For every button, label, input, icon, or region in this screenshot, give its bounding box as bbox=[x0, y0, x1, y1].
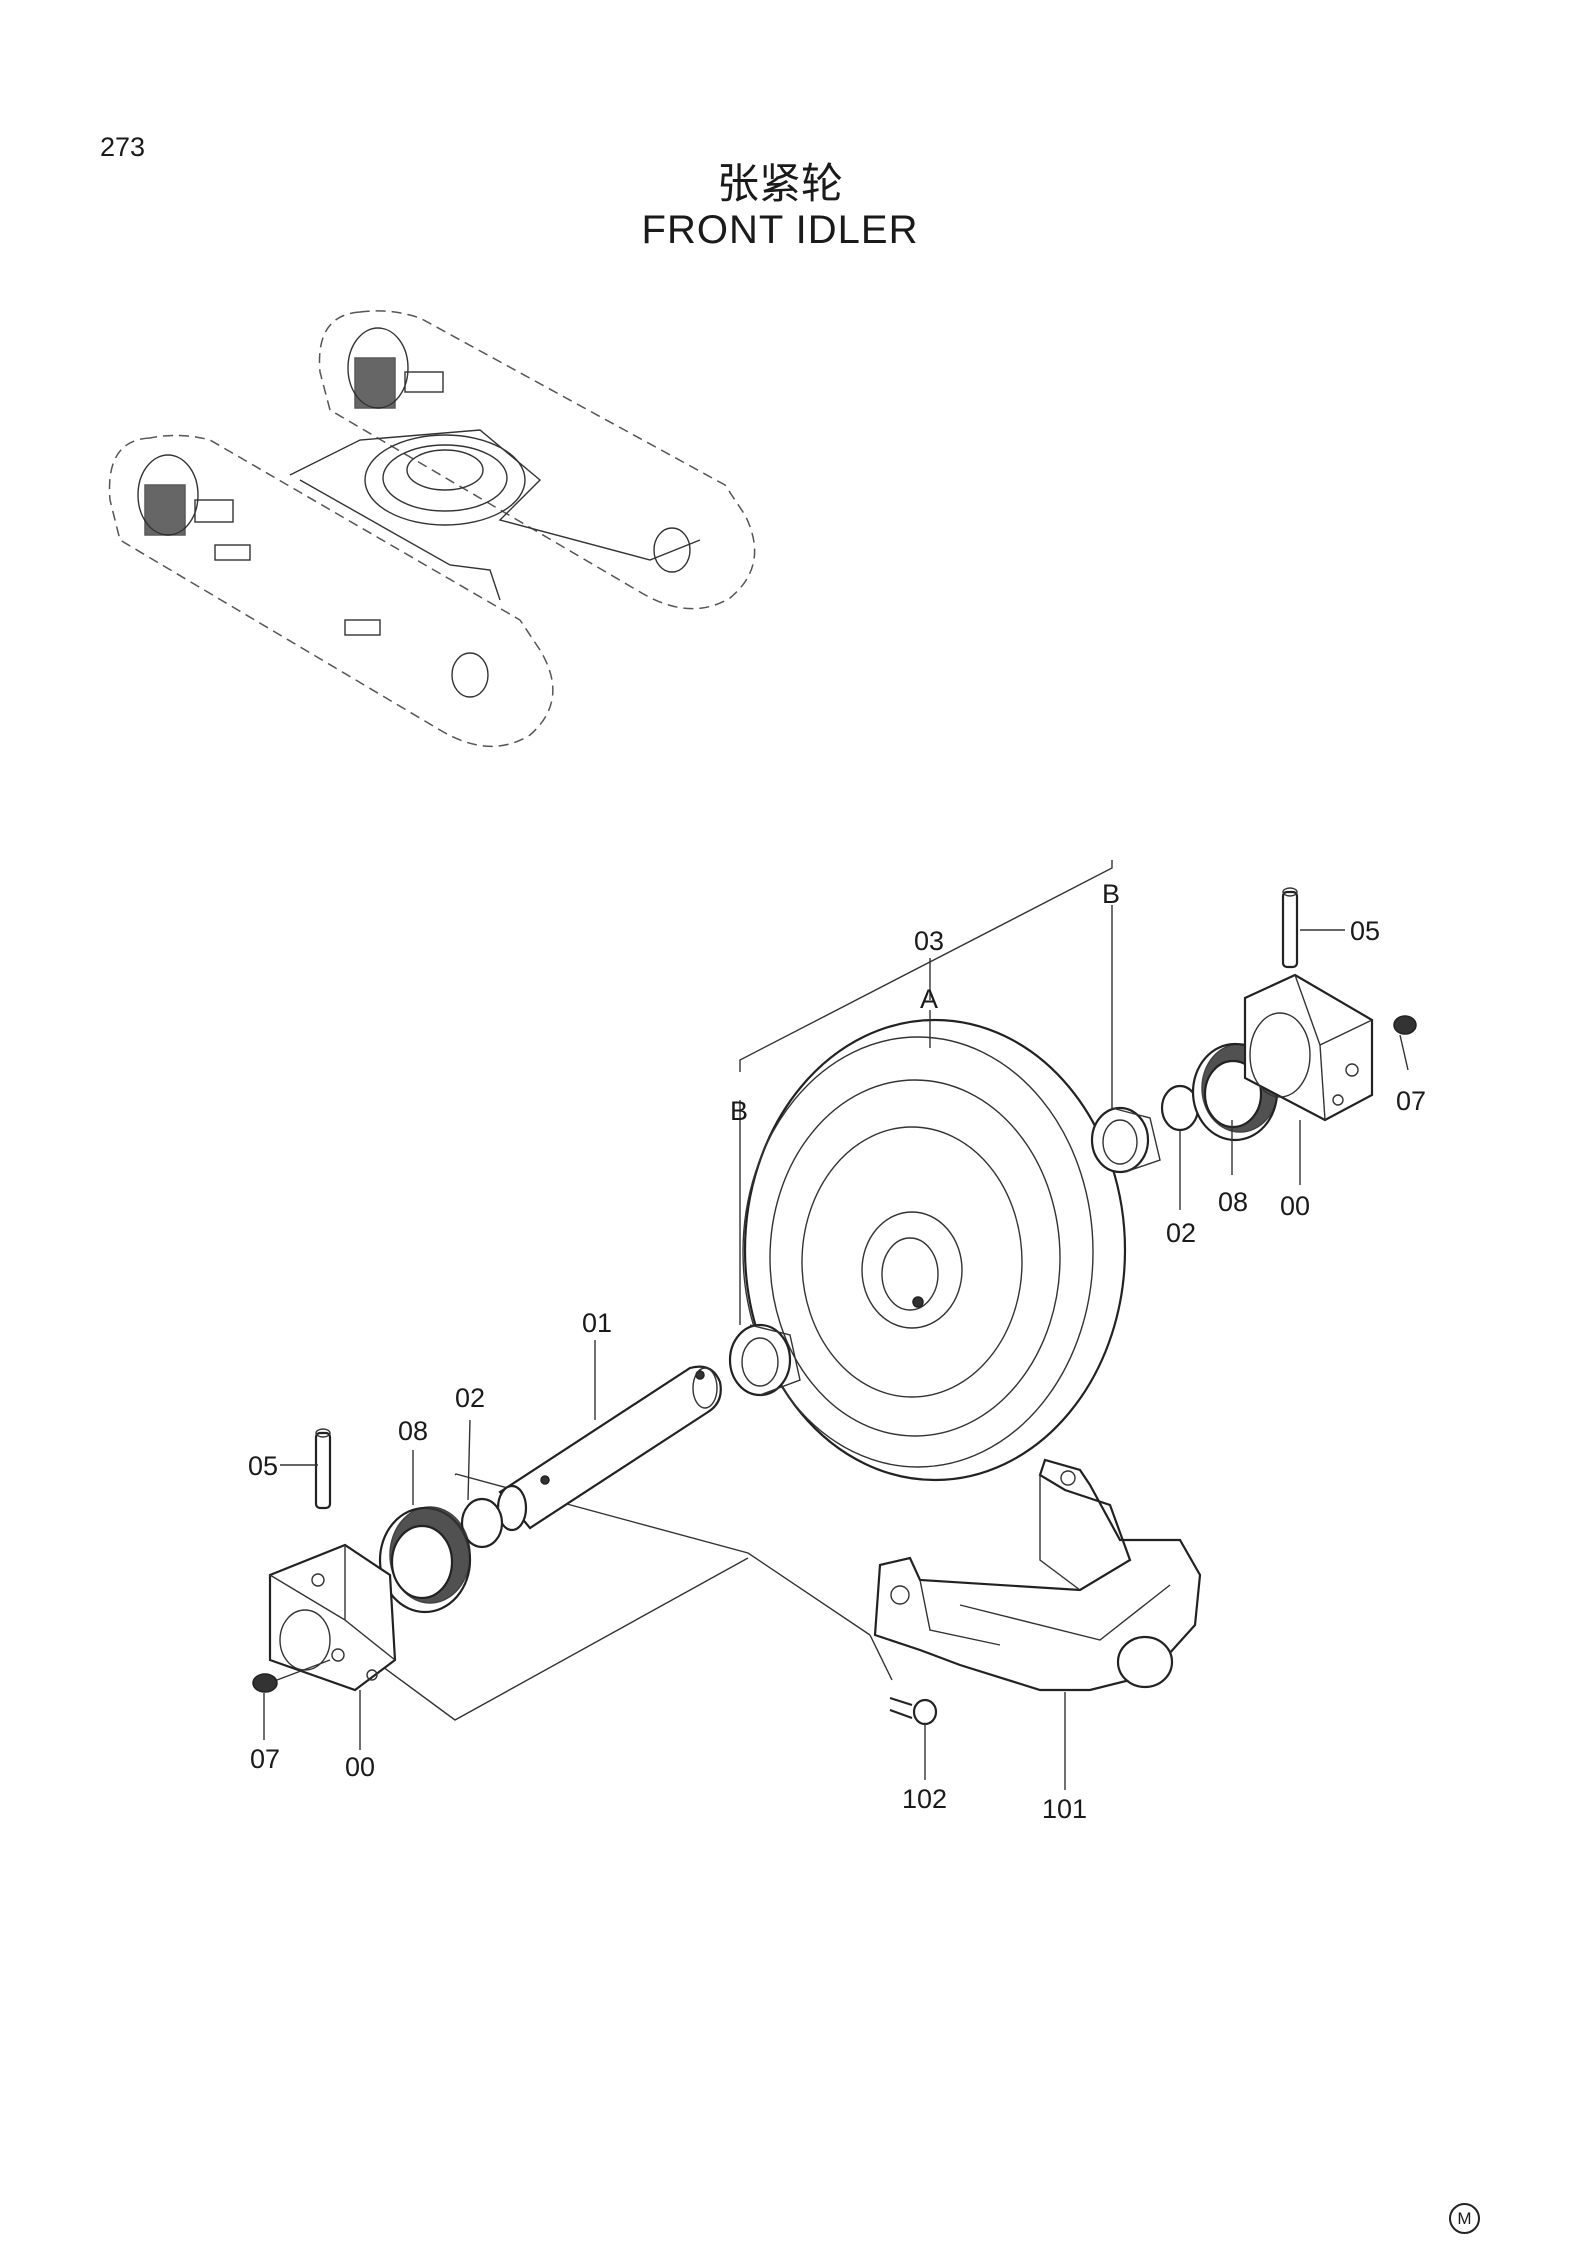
page-number: 273 bbox=[100, 132, 146, 162]
callout-101: 101 bbox=[1042, 1794, 1087, 1824]
callout-B-left: B bbox=[730, 1096, 748, 1126]
assembly-bracket-line bbox=[739, 860, 1113, 1072]
callout-B-right: B bbox=[1102, 879, 1120, 909]
plug-left bbox=[252, 1659, 331, 1693]
callout-A: A bbox=[920, 984, 938, 1014]
callout-05-right: 05 bbox=[1350, 916, 1380, 946]
left-idler-icon bbox=[137, 454, 234, 536]
idler-wheel bbox=[742, 1018, 1127, 1482]
plug-right bbox=[1393, 1015, 1417, 1035]
support-right bbox=[1243, 973, 1374, 1122]
callout-05-left: 05 bbox=[248, 1451, 278, 1481]
callout-08-left: 08 bbox=[398, 1416, 428, 1446]
callout-102: 102 bbox=[902, 1784, 947, 1814]
bushing-left bbox=[728, 1323, 801, 1397]
bushing-right bbox=[1090, 1106, 1161, 1174]
title-chinese: 张紧轮 bbox=[716, 159, 843, 208]
shaft bbox=[496, 1365, 722, 1532]
floating-seal-left bbox=[378, 1506, 472, 1614]
support-left bbox=[268, 1543, 397, 1692]
callout-00-left: 00 bbox=[345, 1752, 375, 1782]
callout-01: 01 bbox=[582, 1308, 612, 1338]
bolt bbox=[889, 1697, 938, 1726]
title-english: FRONT IDLER bbox=[641, 208, 919, 252]
callout-03: 03 bbox=[914, 926, 944, 956]
right-idler-icon bbox=[347, 327, 444, 409]
callout-02-left: 02 bbox=[455, 1383, 485, 1413]
floating-seal-right bbox=[1191, 1042, 1279, 1142]
callout-02-right: 02 bbox=[1166, 1218, 1196, 1248]
callout-08-right: 08 bbox=[1218, 1187, 1248, 1217]
o-ring-left bbox=[460, 1497, 504, 1549]
pin-right bbox=[1281, 887, 1299, 969]
bracket bbox=[873, 1458, 1202, 1692]
manufacturer-mark: M bbox=[1449, 2203, 1480, 2234]
pin-left bbox=[314, 1428, 332, 1510]
callout-07-right: 07 bbox=[1396, 1086, 1426, 1116]
callout-07-left: 07 bbox=[250, 1744, 280, 1774]
callout-00-right: 00 bbox=[1280, 1191, 1310, 1221]
undercarriage-overview bbox=[108, 310, 756, 748]
